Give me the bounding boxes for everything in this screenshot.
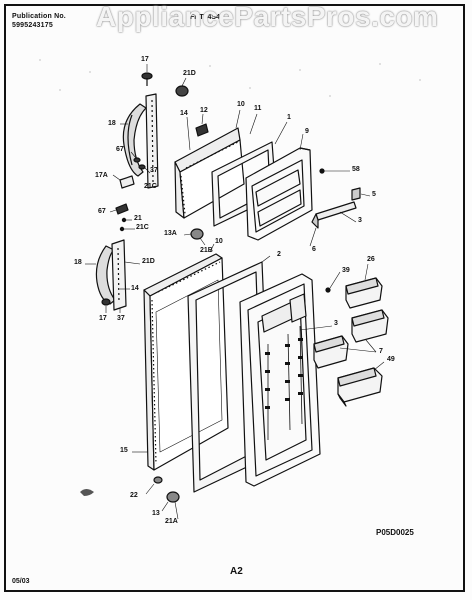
callout-9: 9 (305, 128, 309, 135)
fresh-food-door-liner (239, 273, 321, 487)
part-21d-cap-top (175, 85, 189, 97)
callout-6: 6 (312, 246, 316, 253)
callout-21c: 21C (144, 183, 157, 190)
lower-handle-mount (111, 239, 127, 311)
callout-13a: 13A (164, 230, 177, 237)
freezer-door-outer-panel (174, 127, 245, 219)
revision-date: 05/03 (12, 578, 30, 585)
speckle-dots (39, 59, 421, 97)
callout-1: 1 (287, 114, 291, 121)
callout-49: 49 (387, 356, 395, 363)
upper-handle-mount (145, 93, 159, 189)
part-13a-hinge (190, 228, 204, 240)
fresh-food-door-outer-panel (143, 253, 229, 471)
part-49-large-bin (337, 367, 383, 407)
part-5-clip (351, 187, 361, 201)
callout-5: 5 (372, 191, 376, 198)
callout-3-lower: 3 (334, 320, 338, 327)
part-7-bin-right (351, 309, 389, 343)
part-13-hinge-cam (166, 491, 180, 503)
callout-67-lower: 67 (98, 208, 106, 215)
part-12-bracket (195, 123, 209, 137)
callout-21a: 21A (165, 518, 178, 525)
part-58-screw (319, 168, 325, 174)
part-18-upper-handle (122, 103, 147, 177)
callout-26: 26 (367, 256, 375, 263)
callout-22: 22 (130, 492, 138, 499)
diagram-code: P05D0025 (376, 528, 414, 537)
callout-15: 15 (120, 447, 128, 454)
callout-37: 37 (150, 167, 158, 174)
watermark: AppliancePartsPros.com (96, 1, 439, 32)
small-parts-left (115, 157, 146, 232)
callout-10: 10 (237, 101, 245, 108)
callout-14: 14 (180, 110, 188, 117)
callout-14-lower: 14 (131, 285, 139, 292)
callout-11: 11 (254, 105, 262, 112)
publication-number: 5995243175 (12, 22, 53, 29)
callout-67: 67 (116, 146, 124, 153)
part-17-top-screw (141, 72, 153, 86)
callout-12: 12 (200, 107, 208, 114)
callout-18-lower: 18 (74, 259, 82, 266)
stray-mark (80, 489, 94, 496)
part-3-freezer-bar (311, 201, 357, 229)
part-7-bin-left (313, 335, 349, 369)
callout-39: 39 (342, 267, 350, 274)
callout-2: 2 (277, 251, 281, 258)
callout-58: 58 (352, 166, 360, 173)
callout-17-lower: 17 (99, 315, 107, 322)
callout-17: 17 (141, 56, 149, 63)
callout-21d-lower: 21D (142, 258, 155, 265)
part-39-screw (325, 287, 331, 293)
page-number: A2 (230, 566, 243, 577)
publication-label: Publication No. (12, 13, 66, 20)
callout-10-lower: 10 (215, 238, 223, 245)
part-26-bin (345, 277, 383, 309)
part-22-washer (153, 476, 163, 484)
part-9-freezer-liner (245, 147, 313, 241)
callout-3-upper: 3 (358, 217, 362, 224)
callout-21c-lower: 21C (136, 224, 149, 231)
leader-lines (85, 64, 385, 520)
callout-7: 7 (379, 348, 383, 355)
callout-37-lower: 37 (117, 315, 125, 322)
callout-21: 21 (134, 215, 142, 222)
part-17-lower-screw (101, 298, 111, 306)
callout-17a: 17A (95, 172, 108, 179)
model-number: FRT24S4 (190, 14, 220, 21)
callout-13: 13 (152, 510, 160, 517)
callout-21b: 21B (200, 247, 213, 254)
diagram-border (4, 4, 465, 592)
callout-18: 18 (108, 120, 116, 127)
callout-21d: 21D (183, 70, 196, 77)
